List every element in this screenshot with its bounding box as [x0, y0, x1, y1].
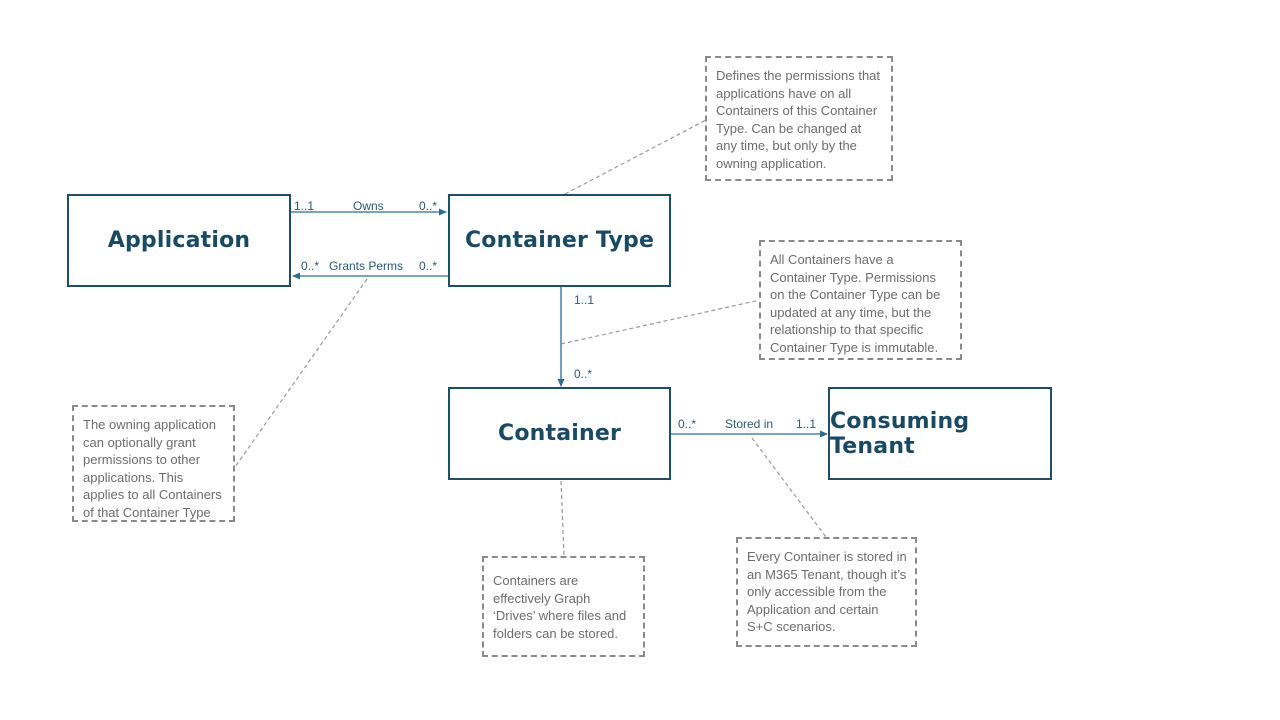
owns-label: Owns — [353, 199, 384, 213]
note-grant-permissions-text: The owning application can optionally gr… — [83, 417, 222, 520]
entity-consuming-tenant[interactable]: Consuming Tenant — [828, 387, 1052, 480]
entity-application-label: Application — [107, 228, 251, 253]
stored-in-label: Stored in — [725, 417, 774, 431]
stored-in-target-multiplicity: 1..1 — [796, 417, 817, 431]
owns-source-multiplicity: 1..1 — [294, 199, 315, 213]
note-containers-are-drives: Containers are effectively Graph ‘Drives… — [482, 556, 645, 657]
note-grant-permissions: The owning application can optionally gr… — [72, 405, 235, 522]
note-containers-are-drives-text: Containers are effectively Graph ‘Drives… — [493, 573, 627, 641]
note-leader-grant-permissions — [234, 278, 368, 468]
note-container-type-relationship: All Containers have a Container Type. Pe… — [759, 240, 962, 360]
note-stored-in-tenant-text: Every Container is stored in an M365 Ten… — [747, 549, 907, 634]
note-leader-containers-are-drives — [560, 480, 565, 558]
entity-container-label: Container — [497, 421, 622, 446]
note-leader-stored-in-tenant — [751, 437, 827, 538]
note-leader-container-type-relationship — [560, 299, 761, 345]
entity-container[interactable]: Container — [448, 387, 671, 480]
type-of-target-multiplicity: 0..* — [574, 367, 593, 381]
stored-in-source-multiplicity: 0..* — [678, 417, 697, 431]
entity-application[interactable]: Application — [67, 194, 291, 287]
grants-perms-target-multiplicity: 0..* — [301, 259, 320, 273]
entity-consuming-tenant-label: Consuming Tenant — [830, 408, 970, 459]
owns-target-multiplicity: 0..* — [419, 199, 438, 213]
grants-perms-source-multiplicity: 0..* — [419, 259, 438, 273]
note-container-type-permissions-text: Defines the permissions that application… — [716, 68, 881, 171]
entity-container-type-label: Container Type — [464, 228, 655, 253]
note-container-type-relationship-text: All Containers have a Container Type. Pe… — [770, 252, 941, 355]
entity-container-type[interactable]: Container Type — [448, 194, 671, 287]
note-container-type-permissions: Defines the permissions that application… — [705, 56, 893, 181]
type-of-source-multiplicity: 1..1 — [574, 293, 595, 307]
grants-perms-label: Grants Perms — [329, 259, 404, 273]
note-stored-in-tenant: Every Container is stored in an M365 Ten… — [736, 537, 917, 647]
note-leader-container-type-permissions — [564, 119, 707, 195]
